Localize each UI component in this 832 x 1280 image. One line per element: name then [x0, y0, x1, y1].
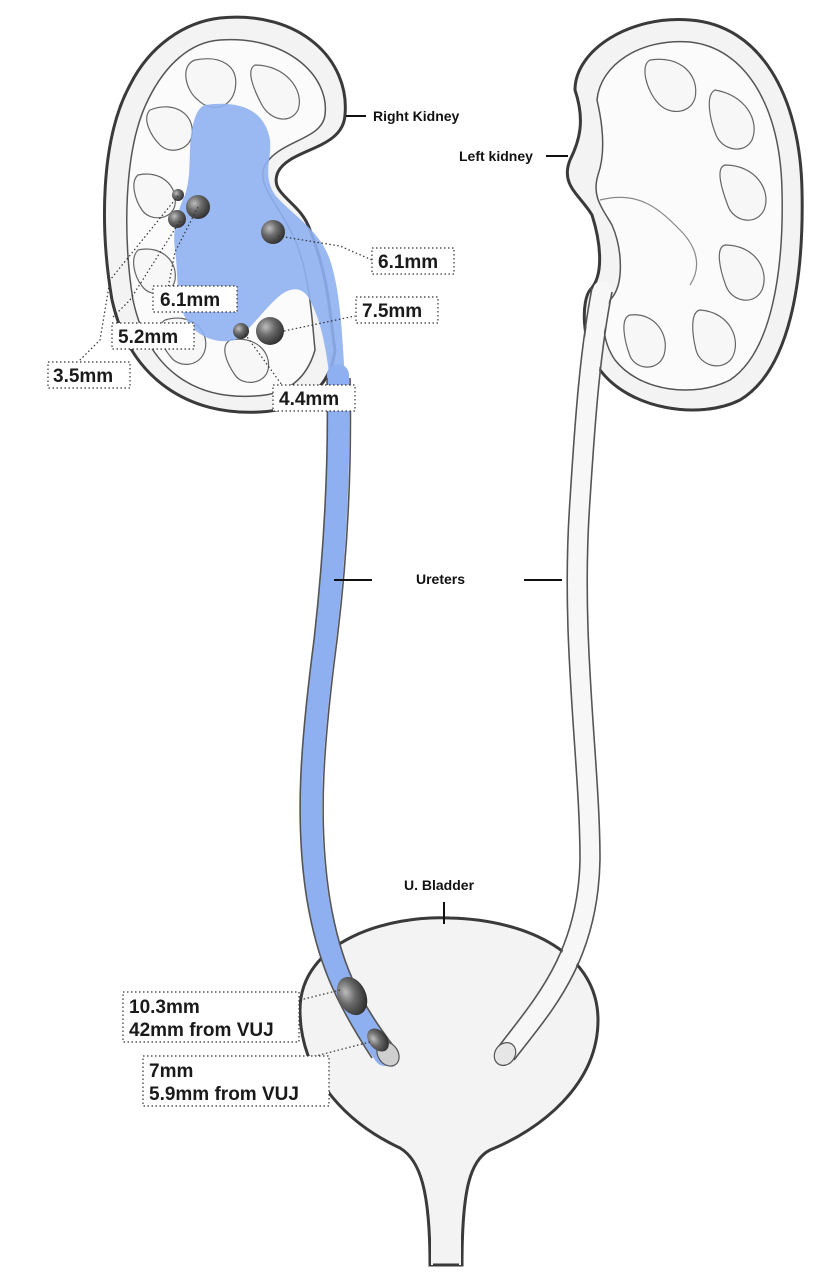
stone — [168, 210, 186, 228]
left-kidney-label: Left kidney — [459, 148, 533, 164]
measurement-label: 4.4mm — [279, 389, 339, 410]
left-kidney — [565, 18, 804, 412]
measurement-label: 10.3mm — [129, 997, 200, 1018]
stone — [256, 317, 284, 345]
stone — [172, 189, 184, 201]
ureters-label: Ureters — [416, 571, 465, 587]
bladder-label: U. Bladder — [404, 877, 475, 893]
measurement-label: 6.1mm — [378, 252, 438, 273]
measurement-boxes: 6.1mm 6.1mm 7.5mm 5.2mm 3.5mm 4.4mm 10.3… — [47, 247, 455, 1107]
right-kidney — [103, 15, 347, 414]
measurement-label: 7mm — [149, 1061, 193, 1082]
measurement-label: 6.1mm — [160, 290, 220, 311]
bladder — [298, 916, 600, 1267]
stone — [261, 220, 285, 244]
right-ureter — [299, 364, 400, 1067]
right-kidney-label: Right Kidney — [373, 108, 460, 124]
measurement-label: 5.2mm — [118, 327, 178, 348]
measurement-label: 42mm from VUJ — [129, 1020, 274, 1041]
stone — [367, 1028, 389, 1052]
stone — [336, 976, 368, 1016]
organ-labels: Right Kidney Left kidney Ureters U. Blad… — [334, 108, 568, 924]
ureter-stones — [336, 976, 389, 1052]
measurement-label: 5.9mm from VUJ — [149, 1084, 299, 1105]
left-ureter — [493, 281, 613, 1066]
stone — [233, 323, 249, 339]
kidney-stones — [168, 189, 285, 345]
measurement-label: 3.5mm — [53, 366, 113, 387]
measurement-label: 7.5mm — [362, 301, 422, 322]
